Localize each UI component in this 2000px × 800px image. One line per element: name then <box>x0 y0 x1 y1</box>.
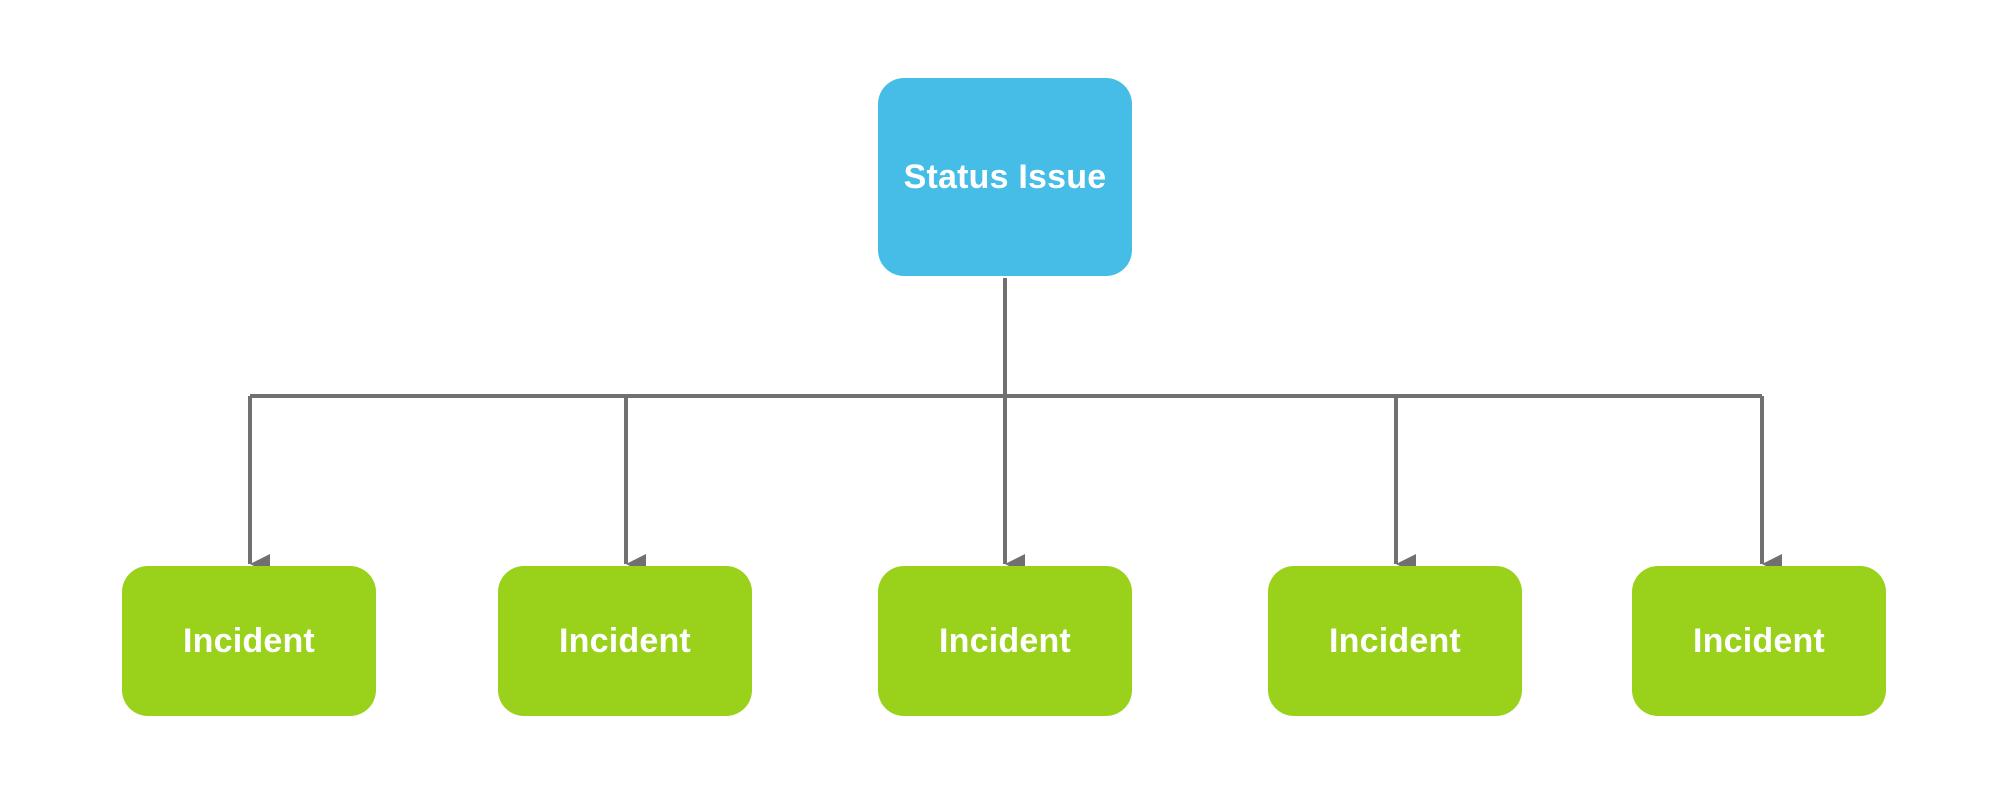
incident-label-2: Incident <box>559 621 691 660</box>
status-issue-node[interactable]: Status Issue <box>878 78 1132 276</box>
incident-label-5: Incident <box>1693 621 1825 660</box>
incident-node-5[interactable]: Incident <box>1632 566 1886 716</box>
incident-label-3: Incident <box>939 621 1071 660</box>
incident-label-4: Incident <box>1329 621 1461 660</box>
status-issue-label: Status Issue <box>903 157 1107 196</box>
incident-label-1: Incident <box>183 621 315 660</box>
incident-node-4[interactable]: Incident <box>1268 566 1522 716</box>
incident-node-2[interactable]: Incident <box>498 566 752 716</box>
incident-node-3[interactable]: Incident <box>878 566 1132 716</box>
incident-node-1[interactable]: Incident <box>122 566 376 716</box>
